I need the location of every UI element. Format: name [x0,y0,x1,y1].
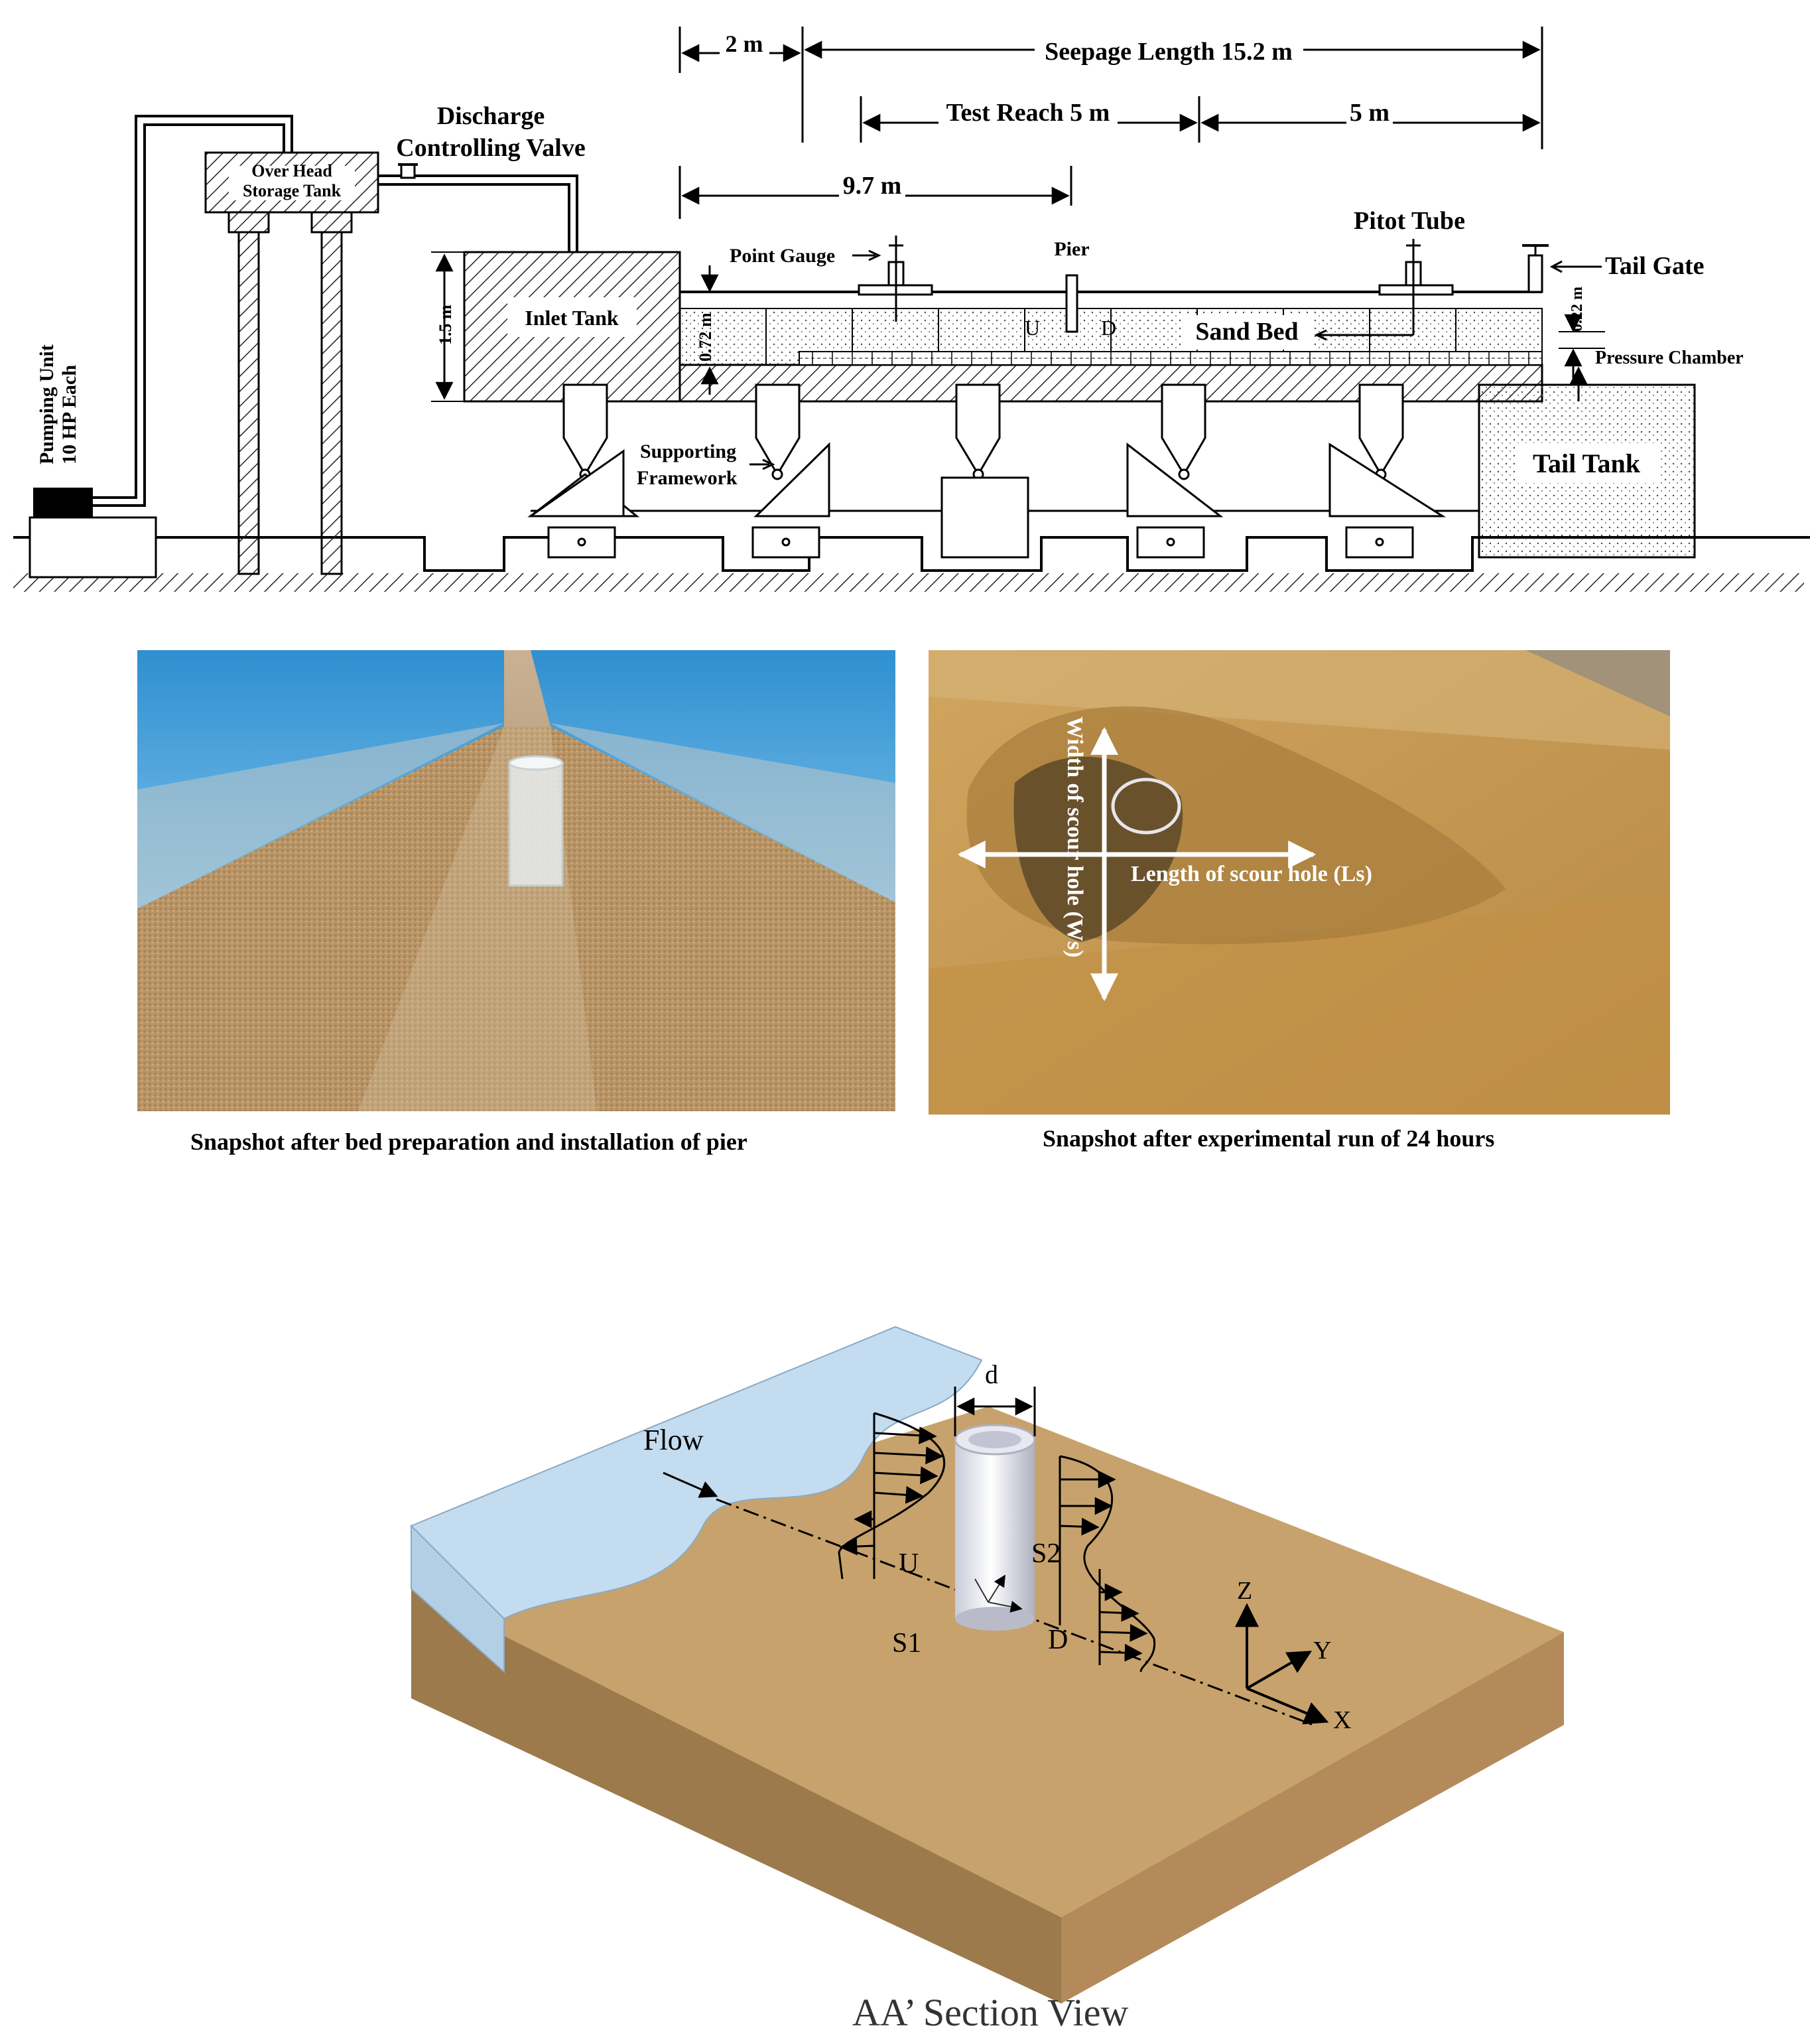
section-view-3d: Flow d [410,1326,1564,2004]
photo-bed-preparation [137,650,895,1111]
supporting-label-2: Framework [637,467,738,489]
velocity-profile-downstream-lower [1098,1569,1148,1665]
pitot-tube-label: Pitot Tube [1354,207,1465,235]
ground [13,536,1810,592]
d-point-label: D [1048,1625,1068,1655]
dim-2m: 2 m [726,31,763,57]
velocity-profile-downstream [1059,1455,1156,1672]
tail-tank-label: Tail Tank [1533,448,1641,478]
tail-gate-label: Tail Gate [1605,252,1705,280]
supporting-framework [527,383,1479,559]
dim-5m: 5 m [1350,99,1390,127]
x-axis-label: X [1333,1706,1351,1734]
pitot-tube [1314,239,1454,341]
s2-label: S2 [1031,1538,1061,1569]
d-label: d [985,1359,998,1389]
u-label: U [899,1548,919,1579]
length-label: Length of scour hole (Ls) [1131,862,1372,886]
pier-label: Pier [1054,238,1089,260]
flume-channel [679,291,1543,403]
photo-scour-hole: Length of scour hole (Ls) Width of scour… [929,650,1670,1115]
tail-gate [1522,244,1549,293]
overhead-tank-label-2: Storage Tank [243,181,342,200]
left-photo-caption: Snapshot after bed preparation and insta… [190,1128,747,1155]
marker-u: U [1025,316,1040,340]
section-view-title: AA’ Section View [852,1991,1129,2034]
right-photo-caption: Snapshot after experimental run of 24 ho… [1043,1125,1495,1152]
inlet-tank: Inlet Tank [463,251,681,403]
discharge-valve-label-1: Discharge [437,102,545,130]
pressure-chamber-label: Pressure Chamber [1595,348,1744,368]
dim-0-72m: 0.72 m [696,312,715,362]
overhead-storage-tank: Over Head Storage Tank [204,151,578,575]
sand-bed-label: Sand Bed [1195,318,1298,346]
width-label: Width of scour hole (Ws) [1063,716,1087,957]
tail-tank: Tail Tank [1478,383,1696,559]
centerline [716,1498,1314,1726]
flume-schematic: Pumping Unit 10 HP Each Over Head Storag… [13,27,1810,592]
marker-d: D [1101,316,1116,340]
s1-label: S1 [892,1628,921,1659]
flow-label: Flow [643,1424,704,1456]
y-axis-label: Y [1313,1637,1331,1665]
pier [1065,274,1078,333]
pumping-unit: Pumping Unit 10 HP Each [29,115,293,579]
pier-cylinder-photo [508,755,564,887]
dim-1-5m: 1.5 m [436,305,455,345]
supporting-label-1: Supporting [640,441,736,462]
flow-arrow [663,1471,718,1498]
inlet-tank-label: Inlet Tank [525,306,619,330]
water-body [410,1326,983,1674]
dim-9-7m: 9.7 m [843,172,902,200]
dimension-lines [679,27,1543,219]
axes-triad [1235,1603,1329,1725]
velocity-profile-upstream [838,1412,946,1580]
seepage-length: Seepage Length 15.2 m [1045,38,1293,66]
overhead-tank-label-1: Over Head [251,161,332,180]
dim-0-22m: 0.22 m [1569,287,1586,332]
point-gauge-label: Point Gauge [730,245,835,267]
point-gauge [858,236,933,322]
z-axis-label: Z [1237,1577,1252,1605]
pumping-unit-label: Pumping Unit 10 HP Each [36,340,80,464]
pier-cylinder-3d [954,1424,1036,1631]
discharge-valve-label-2: Controlling Valve [396,134,585,162]
test-reach: Test Reach 5 m [946,99,1110,127]
sand-bed-label-bg [1181,315,1313,350]
